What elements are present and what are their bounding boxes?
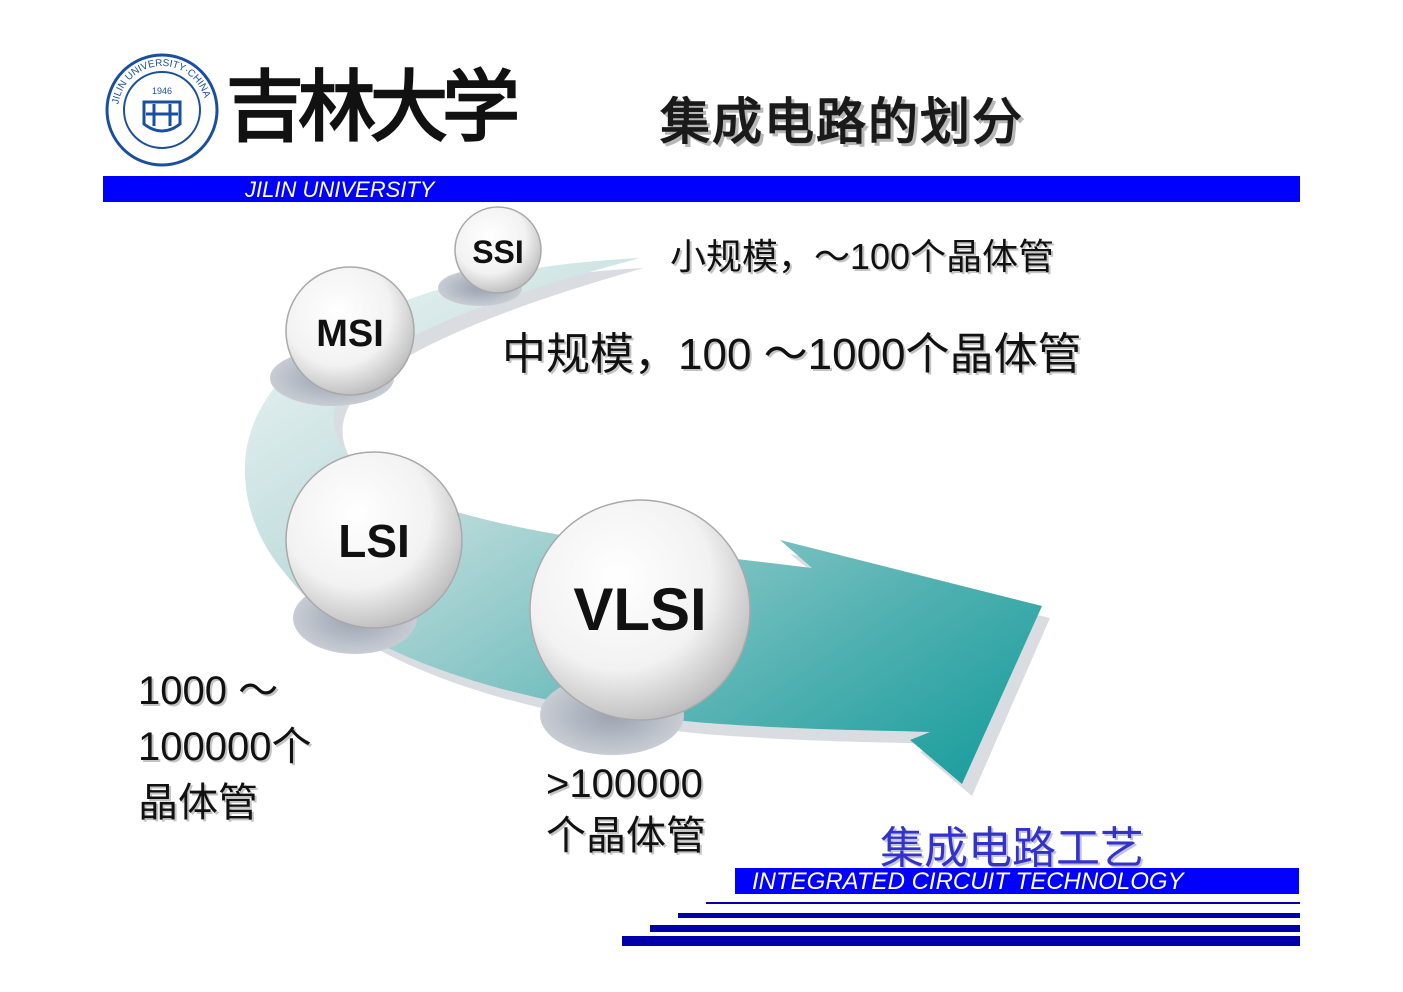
university-seal-logo: JILIN UNIVERSITY·CHINA 1946 xyxy=(105,53,219,167)
footer-stripe xyxy=(650,925,1300,932)
vlsi-desc-line-1: >100000 xyxy=(546,762,703,806)
footer-stripe xyxy=(706,902,1300,904)
vlsi-ball xyxy=(529,499,751,721)
slide-title: 集成电路的划分 xyxy=(660,93,1024,151)
lsi-label: LSI xyxy=(338,515,410,567)
footer-title: 集成电路工艺 xyxy=(880,823,1144,874)
header-bar xyxy=(103,176,1300,202)
footer-stripe xyxy=(622,936,1300,946)
lsi-desc-line-2: 100000个 xyxy=(138,725,312,769)
lsi-desc-line-3: 晶体管 xyxy=(138,781,258,825)
footer-bar xyxy=(735,868,1299,894)
vlsi-desc-line-2: 个晶体管 xyxy=(546,814,706,858)
university-name-calligraphy: 吉林大学 xyxy=(226,62,520,153)
lsi-desc-line-1: 1000 ～ xyxy=(138,669,279,713)
footer-subtitle: INTEGRATED CIRCUIT TECHNOLOGY xyxy=(752,868,1184,895)
msi-description: 中规模，100 ～1000个晶体管 xyxy=(502,330,1082,379)
ssi-label: SSI xyxy=(472,234,524,270)
ssi-ball xyxy=(454,206,542,294)
university-name: JILIN UNIVERSITY xyxy=(245,177,435,202)
msi-ball xyxy=(285,266,415,396)
curved-arrow xyxy=(244,258,1042,784)
svg-text:1946: 1946 xyxy=(152,86,172,96)
msi-label: MSI xyxy=(316,313,384,355)
vlsi-label: VLSI xyxy=(573,576,706,643)
footer-stripe xyxy=(678,913,1300,918)
lsi-ball xyxy=(285,451,463,629)
lsi-description: 1000 ～ 100000个 晶体管 xyxy=(138,663,311,831)
vlsi-description: >100000 个晶体管 xyxy=(546,758,706,862)
ssi-description: 小规模，～100个晶体管 xyxy=(670,236,1055,277)
